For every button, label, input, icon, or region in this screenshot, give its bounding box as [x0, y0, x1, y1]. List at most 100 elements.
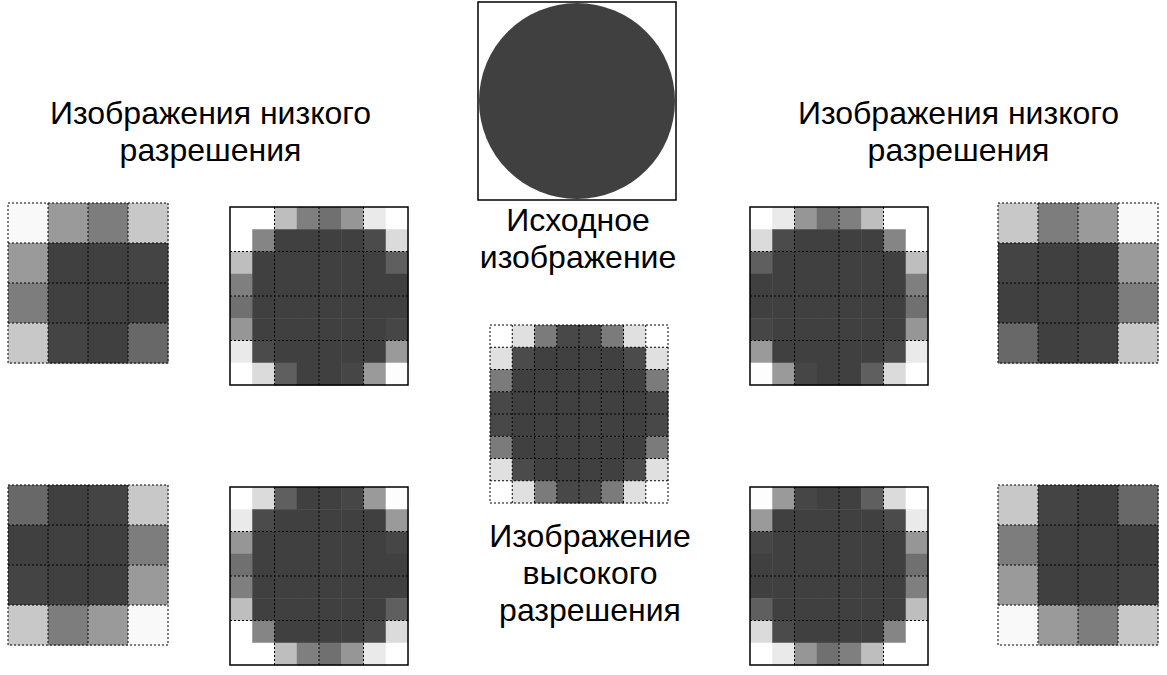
pixel — [341, 598, 364, 621]
pixel — [861, 296, 884, 319]
grid-line — [998, 565, 1158, 566]
pixel — [817, 296, 840, 319]
pixel — [861, 252, 884, 275]
pixel — [861, 274, 884, 297]
pixel — [341, 207, 364, 230]
pixel — [490, 481, 513, 504]
pixel — [341, 318, 364, 341]
pixel — [646, 370, 669, 393]
pixel — [557, 459, 580, 482]
pixel — [795, 296, 818, 319]
pixel — [275, 341, 298, 364]
pixel — [750, 274, 773, 297]
grid-line — [1118, 203, 1119, 363]
pixel — [906, 341, 929, 364]
pixel — [772, 598, 795, 621]
image-heading: Изображения низкого разрешения — [38, 95, 383, 169]
grid-line — [645, 325, 646, 503]
pixel — [386, 229, 409, 252]
pixel — [906, 487, 929, 510]
pixel — [275, 296, 298, 319]
pixel — [319, 363, 342, 386]
pixel — [906, 252, 929, 275]
pixel — [1118, 283, 1159, 324]
pixel — [750, 207, 773, 230]
pixel — [1078, 203, 1119, 244]
pixel — [319, 274, 342, 297]
grid-line — [230, 620, 408, 621]
pixel — [319, 252, 342, 275]
pixel — [230, 554, 253, 577]
pixel — [364, 207, 387, 230]
pixel — [364, 296, 387, 319]
pixel — [364, 229, 387, 252]
pixel — [8, 565, 49, 606]
pixel — [364, 576, 387, 599]
pixel — [252, 296, 275, 319]
pixel — [839, 296, 862, 319]
pixel — [128, 203, 169, 244]
pixel — [341, 643, 364, 666]
pixel — [1038, 565, 1079, 606]
pixel — [319, 487, 342, 510]
pixel — [906, 643, 929, 666]
pixel — [839, 532, 862, 555]
pixel — [750, 318, 773, 341]
pixel — [839, 598, 862, 621]
pixel — [512, 325, 535, 348]
pixel — [772, 252, 795, 275]
pixel — [884, 318, 907, 341]
pixel — [128, 323, 169, 364]
pixel — [884, 229, 907, 252]
pixel — [252, 621, 275, 644]
pixel — [386, 318, 409, 341]
pixel — [795, 532, 818, 555]
pixel — [646, 459, 669, 482]
pixel — [275, 621, 298, 644]
grid-line — [623, 325, 624, 503]
pixel — [319, 341, 342, 364]
pixel — [601, 436, 624, 459]
pixel — [512, 414, 535, 437]
pixel — [906, 598, 929, 621]
pixel — [1038, 485, 1079, 526]
pixel — [48, 525, 89, 566]
pixel — [275, 487, 298, 510]
grid-line — [490, 391, 668, 392]
pixel — [252, 252, 275, 275]
pixel — [557, 325, 580, 348]
pixel — [579, 414, 602, 437]
pixel — [772, 576, 795, 599]
pixel — [646, 347, 669, 370]
pixel — [772, 554, 795, 577]
pixel — [839, 341, 862, 364]
grid-line — [128, 203, 129, 363]
pixel — [906, 509, 929, 532]
pixel — [839, 643, 862, 666]
pixel — [252, 207, 275, 230]
image-caption: Исходное изображение — [458, 202, 698, 276]
pixel — [341, 576, 364, 599]
pixel — [817, 576, 840, 599]
pixel — [795, 509, 818, 532]
pixel — [817, 318, 840, 341]
low-res-image — [230, 207, 409, 386]
pixel — [341, 554, 364, 577]
pixel — [579, 436, 602, 459]
pixel — [1118, 525, 1159, 566]
pixel — [8, 203, 49, 244]
pixel — [884, 341, 907, 364]
pixel — [579, 347, 602, 370]
pixel — [817, 274, 840, 297]
pixel — [906, 363, 929, 386]
pixel — [128, 565, 169, 606]
image-frame — [8, 485, 168, 645]
pixel — [750, 229, 773, 252]
grid-line — [8, 283, 168, 284]
pixel — [772, 207, 795, 230]
pixel — [275, 274, 298, 297]
pixel — [557, 414, 580, 437]
pixel — [795, 363, 818, 386]
pixel — [128, 283, 169, 324]
pixel — [839, 509, 862, 532]
